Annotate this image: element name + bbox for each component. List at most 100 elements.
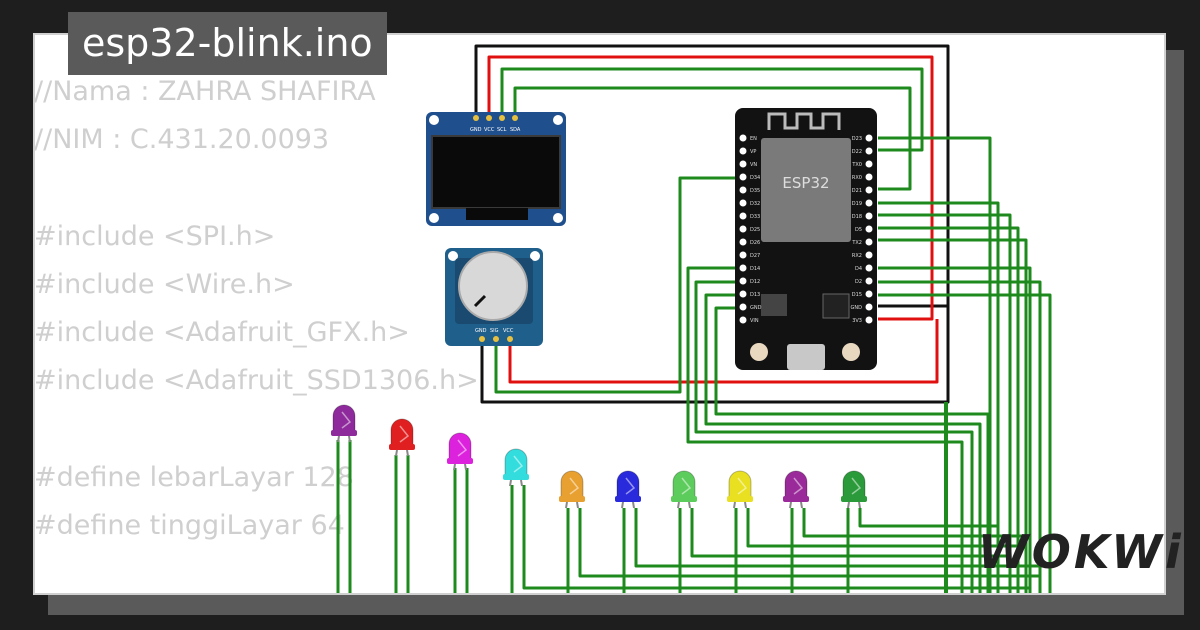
esp32-pin[interactable] bbox=[739, 147, 747, 155]
esp32-pin[interactable] bbox=[739, 290, 747, 298]
led[interactable] bbox=[503, 448, 529, 487]
oled-pin-label: GND bbox=[470, 127, 482, 133]
oled-pin-label: SDA bbox=[510, 127, 521, 133]
led-leads bbox=[336, 440, 1050, 593]
code-editor[interactable]: //Nama : ZAHRA SHAFIRA //NIM : C.431.20.0… bbox=[34, 68, 479, 550]
esp32-pin-label: D35 bbox=[750, 188, 760, 194]
esp32-pin[interactable] bbox=[865, 186, 873, 194]
oled-display[interactable]: GND VCC SCL SDA bbox=[426, 112, 566, 226]
esp32-pin[interactable] bbox=[739, 238, 747, 246]
led[interactable] bbox=[727, 470, 753, 509]
esp32-pin[interactable] bbox=[865, 238, 873, 246]
led[interactable] bbox=[389, 418, 415, 457]
wire-tx2 bbox=[878, 226, 1020, 593]
esp32-pin[interactable] bbox=[739, 134, 747, 142]
wire-oled-sda bbox=[513, 86, 912, 191]
esp32-pin-label: D21 bbox=[852, 188, 862, 194]
esp32-pin[interactable] bbox=[865, 225, 873, 233]
esp32-pin[interactable] bbox=[739, 173, 747, 181]
wire-oled-scl bbox=[500, 67, 924, 152]
esp32-pin[interactable] bbox=[739, 303, 747, 311]
esp32-pin[interactable] bbox=[865, 290, 873, 298]
esp32-pin-label: VN bbox=[750, 162, 757, 168]
esp32-pin[interactable] bbox=[865, 147, 873, 155]
esp32-pin[interactable] bbox=[865, 160, 873, 168]
led[interactable] bbox=[447, 432, 473, 471]
esp32-pin[interactable] bbox=[739, 160, 747, 168]
simulation-canvas[interactable] bbox=[33, 33, 1166, 595]
esp32-pin-label: D2 bbox=[855, 279, 862, 285]
esp32-pin[interactable] bbox=[865, 199, 873, 207]
wire-rx2 bbox=[878, 238, 1028, 593]
leds bbox=[331, 404, 867, 509]
esp32-pin[interactable] bbox=[865, 303, 873, 311]
oled-pins: GND VCC SCL SDA bbox=[470, 115, 521, 133]
esp32-pin-label: D34 bbox=[750, 175, 760, 181]
esp32-pin-label: D15 bbox=[852, 292, 862, 298]
esp32-pin[interactable] bbox=[739, 251, 747, 259]
wokwi-logo: WOKWi bbox=[978, 525, 1184, 579]
esp32-pin[interactable] bbox=[865, 316, 873, 324]
potentiometer-knob[interactable] bbox=[458, 251, 528, 321]
esp32-pin-label: D22 bbox=[852, 149, 862, 155]
esp32-pin[interactable] bbox=[739, 277, 747, 285]
code-line: #define tinggiLayar 64 bbox=[34, 509, 345, 541]
pot-pin-label: SIG bbox=[490, 328, 499, 334]
esp32-left-pins: ENVPVND34D35D32D33D25D26D27D14D12D13GNDV… bbox=[739, 134, 762, 324]
esp32-pin-label: D27 bbox=[750, 253, 760, 259]
esp32-pin[interactable] bbox=[739, 199, 747, 207]
esp32-pin[interactable] bbox=[865, 212, 873, 220]
led[interactable] bbox=[559, 470, 585, 509]
led[interactable] bbox=[615, 470, 641, 509]
esp32-pin-label: D23 bbox=[852, 136, 862, 142]
esp32-pin-label: GND bbox=[851, 305, 863, 311]
led[interactable] bbox=[671, 470, 697, 509]
esp32-pin-label: D32 bbox=[750, 201, 760, 207]
potentiometer[interactable]: GND SIG VCC bbox=[445, 248, 543, 346]
esp32-pin-label: D26 bbox=[750, 240, 760, 246]
esp32-pin-label: D18 bbox=[852, 214, 862, 220]
oled-pin-label: SCL bbox=[497, 127, 507, 133]
pot-pin-label: GND bbox=[475, 328, 487, 334]
pot-pin-label: VCC bbox=[503, 328, 514, 334]
code-line: //NIM : C.431.20.0093 bbox=[34, 124, 330, 156]
led[interactable] bbox=[783, 470, 809, 509]
esp32-pin-label: EN bbox=[750, 136, 757, 142]
wire-d2 bbox=[878, 280, 1042, 593]
esp32-right-pins: D23D22TX0RX0D21D19D18D5TX2RX2D4D2D15GND3… bbox=[851, 134, 873, 324]
esp32-pin[interactable] bbox=[865, 264, 873, 272]
wire-pot-vcc bbox=[508, 319, 939, 384]
esp32-pin-label: RX0 bbox=[852, 175, 862, 181]
esp32-pin-label: GND bbox=[750, 305, 762, 311]
esp32-pin[interactable] bbox=[865, 251, 873, 259]
code-line: //Nama : ZAHRA SHAFIRA bbox=[34, 76, 376, 107]
esp32-pin[interactable] bbox=[739, 212, 747, 220]
esp32-pin[interactable] bbox=[739, 316, 747, 324]
esp32-label: ESP32 bbox=[782, 174, 829, 192]
esp32-pin-label: D19 bbox=[852, 201, 862, 207]
esp32-pin[interactable] bbox=[865, 277, 873, 285]
wire-pot-sig bbox=[494, 176, 742, 394]
esp32-pin[interactable] bbox=[739, 264, 747, 272]
project-title: esp32-blink.ino bbox=[68, 12, 387, 75]
esp32-pin-label: RX2 bbox=[852, 253, 862, 259]
wires bbox=[336, 44, 1052, 593]
esp32-pin[interactable] bbox=[865, 173, 873, 181]
esp32-pin[interactable] bbox=[865, 134, 873, 142]
esp32-pin-label: D12 bbox=[750, 279, 760, 285]
led[interactable] bbox=[841, 470, 867, 509]
wire-d18 bbox=[878, 201, 1000, 593]
code-line: #include <SPI.h> bbox=[34, 220, 276, 252]
wire-d4 bbox=[878, 266, 1032, 593]
esp32-pin-label: D33 bbox=[750, 214, 760, 220]
led[interactable] bbox=[331, 404, 357, 443]
esp32-pin[interactable] bbox=[739, 186, 747, 194]
code-line: #include <Adafruit_GFX.h> bbox=[34, 316, 410, 348]
esp32-board[interactable]: ESP32 ENVPVND34D35D32D33D25D26D27D14D12D… bbox=[735, 108, 877, 370]
code-line: #include <Adafruit_SSD1306.h> bbox=[34, 365, 479, 397]
wire-d15 bbox=[878, 293, 1052, 593]
esp32-pin[interactable] bbox=[739, 225, 747, 233]
wire-d13 bbox=[714, 306, 990, 593]
esp32-pin-label: D14 bbox=[750, 266, 760, 272]
